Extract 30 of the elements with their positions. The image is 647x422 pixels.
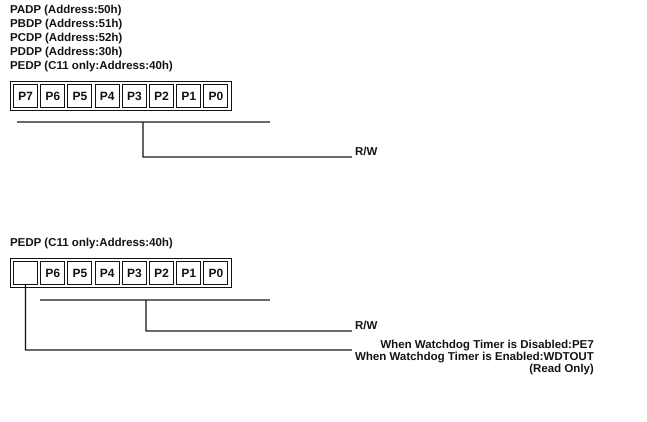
bit-cell: P2 <box>149 261 174 285</box>
register-label: PCDP (Address:52h) <box>10 32 122 44</box>
access-label: R/W <box>355 320 378 332</box>
register-label: PBDP (Address:51h) <box>10 18 122 30</box>
note-text: When Watchdog Timer is Enabled:WDTOUT <box>355 351 594 363</box>
bit-cell: P5 <box>67 261 92 285</box>
note-text: When Watchdog Timer is Disabled:PE7 <box>379 339 594 351</box>
bit-cell: P3 <box>122 84 147 108</box>
bit-cell: P2 <box>149 84 174 108</box>
register-label: PEDP (C11 only:Address:40h) <box>10 60 173 72</box>
bit-cell: P4 <box>94 261 120 285</box>
leader-line <box>145 300 352 332</box>
register-label: PEDP (C11 only:Address:40h) <box>10 237 173 249</box>
bit-cell: P6 <box>40 84 66 108</box>
bit-cell: P7 <box>13 84 38 108</box>
bit-cell: P3 <box>122 261 147 285</box>
leader-line <box>142 122 352 158</box>
bit-cell: P1 <box>176 261 202 285</box>
bit-cell: P4 <box>94 84 120 108</box>
bit-cell: P1 <box>176 84 202 108</box>
register-label: PADP (Address:50h) <box>10 4 122 16</box>
bit-cell: P6 <box>40 261 66 285</box>
bit-cell: P0 <box>203 261 228 285</box>
leader-line <box>24 285 352 351</box>
empty-bit-cell <box>13 261 38 285</box>
note-text: (Read Only) <box>528 363 594 375</box>
bit-cell: P0 <box>203 84 228 108</box>
access-label: R/W <box>355 146 378 158</box>
register-label: PDDP (Address:30h) <box>10 46 122 58</box>
bit-cell: P5 <box>67 84 92 108</box>
